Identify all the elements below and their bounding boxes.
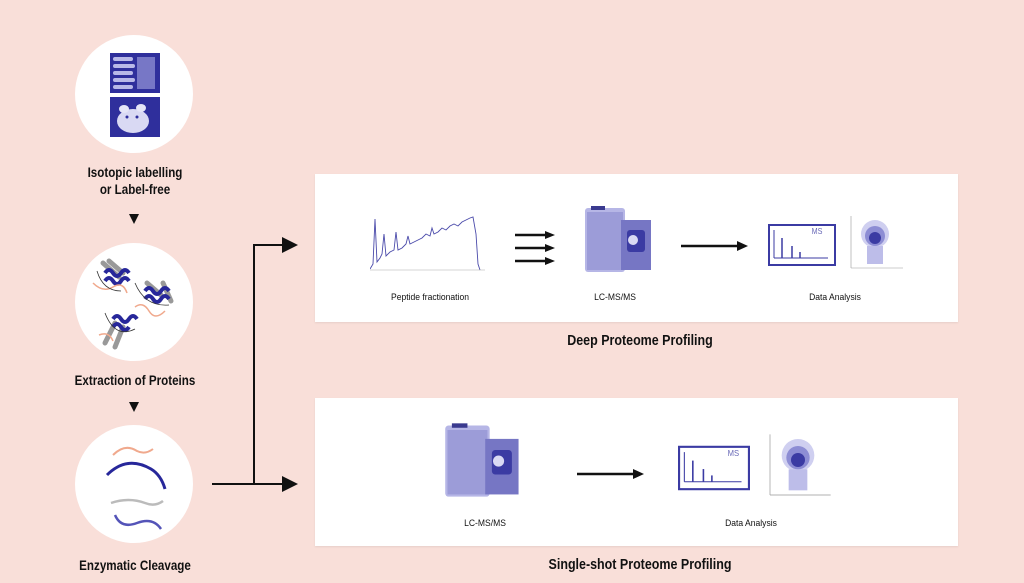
step-cleavage-label: Enzymatic Cleavage [79, 558, 191, 573]
stage-peptide-fractionation: Peptide fractionation [391, 292, 469, 303]
arrow-icon [577, 469, 644, 479]
stage-data-analysis: Data Analysis [809, 292, 861, 303]
density-plot-icon [769, 434, 831, 496]
step-proteins-circle [75, 243, 193, 361]
step-proteins-label: Extraction of Proteins [74, 373, 196, 388]
ms-spectrum-icon [678, 445, 750, 491]
step-cleavage-circle [75, 425, 193, 543]
deep-profiling-title: Deep Proteome Profiling [567, 333, 713, 349]
single-shot-panel: MS LC-MS/MS Data Analysis [315, 398, 958, 546]
density-plot-icon [850, 216, 903, 269]
peptide-chains-icon [105, 446, 167, 530]
mouse-cells-icon [110, 53, 160, 137]
arrow-icon [681, 241, 748, 251]
protein-complex-icon [92, 258, 174, 350]
down-arrow-icon [129, 214, 139, 224]
stage-data-analysis: Data Analysis [725, 518, 777, 529]
ms-tag: MS [811, 227, 823, 236]
chromatogram-icon [370, 216, 485, 271]
ms-tag: MS [727, 448, 740, 458]
stage-lcmsms: LC-MS/MS [464, 518, 506, 529]
step-labelling-label-2: or Label-free [99, 182, 171, 197]
mass-spectrometer-icon [585, 206, 651, 272]
step-labelling-circle [75, 35, 193, 153]
single-shot-title: Single-shot Proteome Profiling [548, 557, 732, 573]
deep-profiling-panel: MS Peptide fractionation LC-MS/MS Data A… [315, 174, 958, 322]
triple-arrow-icon [515, 231, 555, 265]
step-labelling-label-1: Isotopic labelling [87, 165, 183, 180]
mass-spectrometer-icon [445, 423, 519, 497]
ms-spectrum-icon [768, 224, 836, 266]
stage-lcmsms: LC-MS/MS [594, 292, 636, 303]
down-arrow-icon [129, 402, 139, 412]
